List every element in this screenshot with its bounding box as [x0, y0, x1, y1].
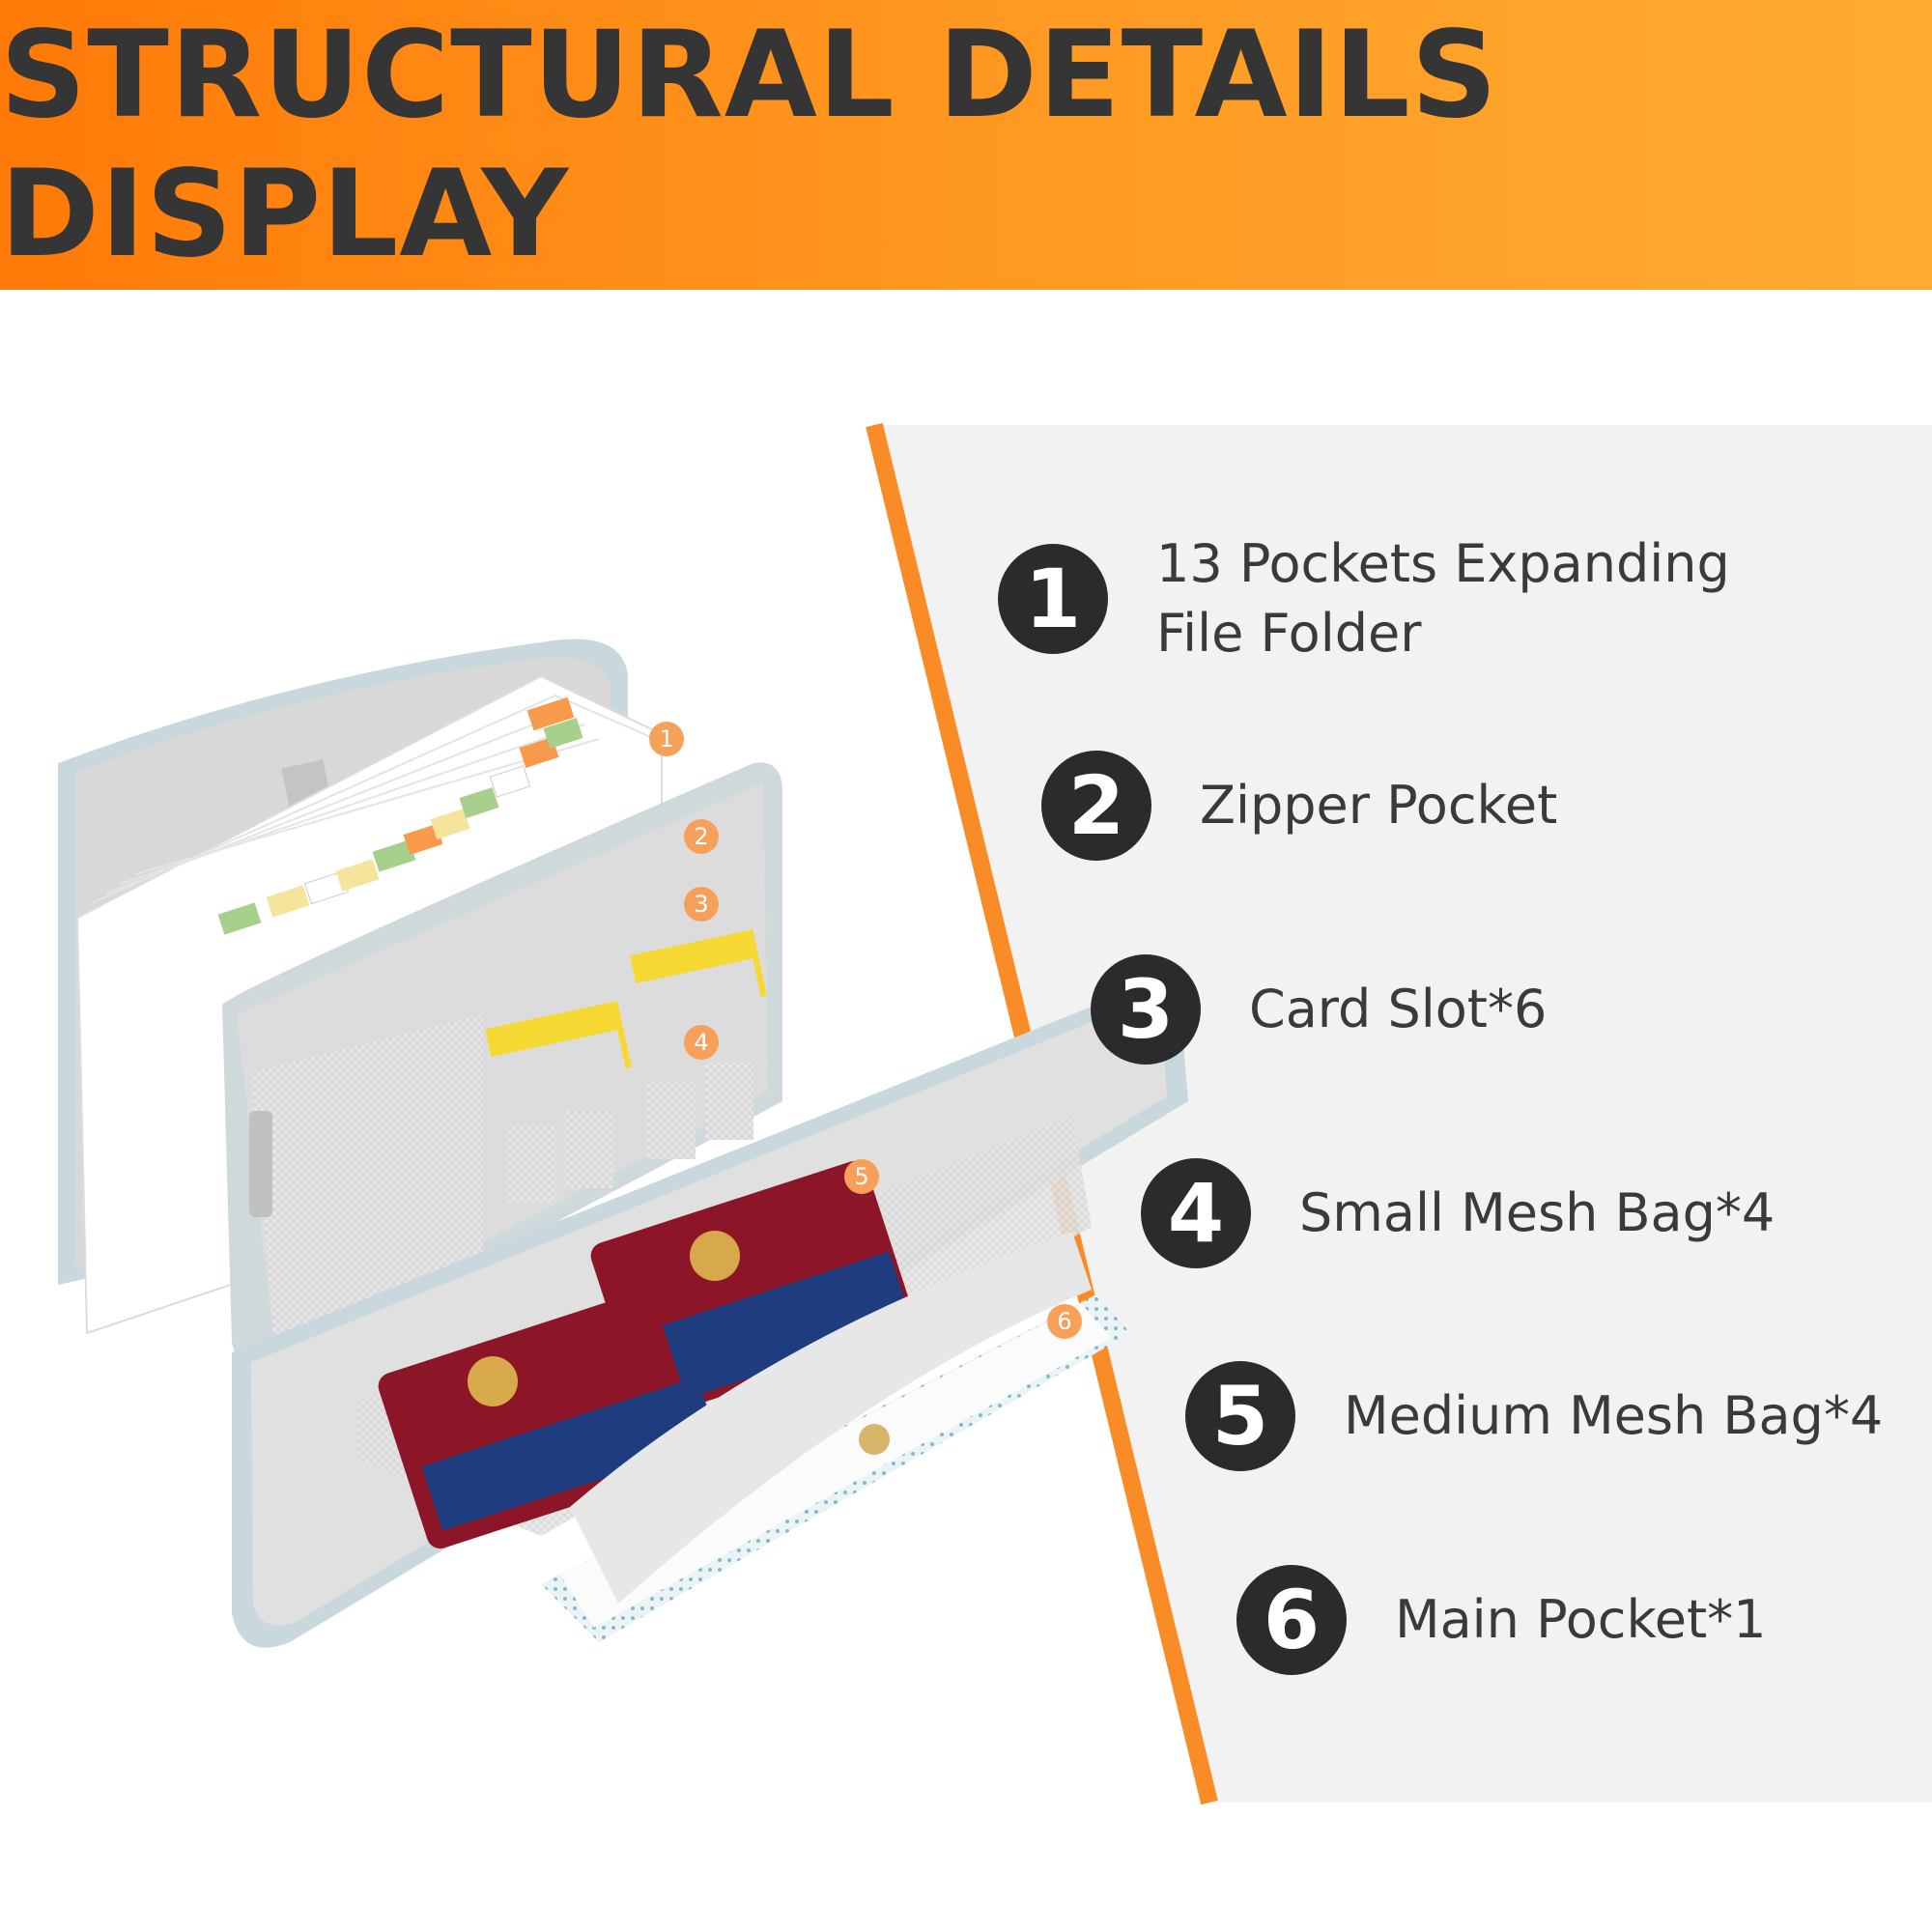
badge-4: 4	[694, 1029, 708, 1056]
feature-label-5: Medium Mesh Bag*4	[1344, 1385, 1884, 1446]
header-banner	[0, 0, 1932, 290]
number-3-icon: 3	[1091, 954, 1201, 1065]
feature-item-1: 1 13 Pockets Expanding File Folder	[998, 533, 1730, 664]
page-title: STRUCTURAL DETAILS DISPLAY	[0, 6, 1498, 284]
badge-2: 2	[694, 823, 708, 850]
feature-label-4: Small Mesh Bag*4	[1299, 1182, 1776, 1243]
feature-list: 1 13 Pockets Expanding File Folder 2 Zip…	[0, 425, 1932, 1797]
feature-item-5: 5 Medium Mesh Bag*4	[1185, 1358, 1883, 1474]
feature-label-1: 13 Pockets Expanding File Folder	[1156, 533, 1730, 664]
feature-item-3: 3 Card Slot*6	[1091, 952, 1547, 1067]
feature-item-4: 4 Small Mesh Bag*4	[1141, 1155, 1775, 1271]
feature-item-6: 6 Main Pocket*1	[1236, 1562, 1767, 1678]
card-slots	[485, 929, 767, 1124]
number-1-icon: 1	[998, 544, 1108, 654]
feature-label-6: Main Pocket*1	[1395, 1589, 1767, 1650]
feature-label-3: Card Slot*6	[1249, 979, 1548, 1039]
organizer-panel	[222, 762, 782, 1374]
badge-1: 1	[659, 725, 673, 753]
document-organizer-illustration: 1 2 3 4 5 6	[58, 639, 1188, 1648]
number-5-icon: 5	[1185, 1361, 1295, 1471]
certificate-seal-icon	[859, 1424, 890, 1455]
index-tabs	[217, 696, 583, 935]
medium-mesh-bags	[357, 1116, 1092, 1604]
badge-5: 5	[854, 1163, 868, 1190]
zipper-pocket	[251, 1014, 483, 1352]
number-4-icon: 4	[1141, 1158, 1251, 1268]
badge-3: 3	[694, 891, 708, 918]
number-6-icon: 6	[1236, 1565, 1347, 1675]
feature-item-2: 2 Zipper Pocket	[1041, 748, 1557, 864]
feature-label-2: Zipper Pocket	[1200, 775, 1558, 836]
number-2-icon: 2	[1041, 751, 1151, 861]
small-mesh-bags	[507, 1063, 753, 1203]
zipper-pull-icon	[249, 1111, 272, 1217]
product-badges: 1 2 3 4 5 6	[649, 722, 1082, 1339]
badge-6: 6	[1057, 1308, 1071, 1335]
